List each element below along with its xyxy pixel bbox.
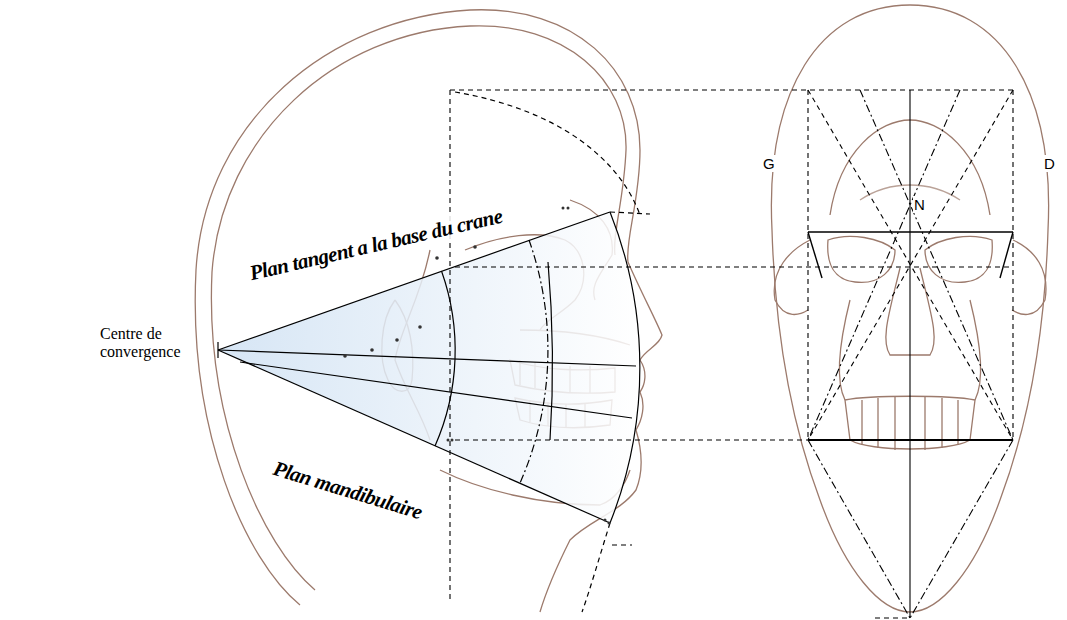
point-letter: N	[913, 196, 926, 213]
convergence-lines	[218, 92, 650, 612]
plane-label: Plan mandibulaire	[268, 456, 426, 525]
side-letter: G	[762, 155, 776, 172]
side-letter: D	[1043, 155, 1056, 172]
profile-head	[195, 10, 662, 612]
point-label: Centre de convergence	[100, 325, 200, 362]
construction-lines	[450, 90, 1013, 618]
